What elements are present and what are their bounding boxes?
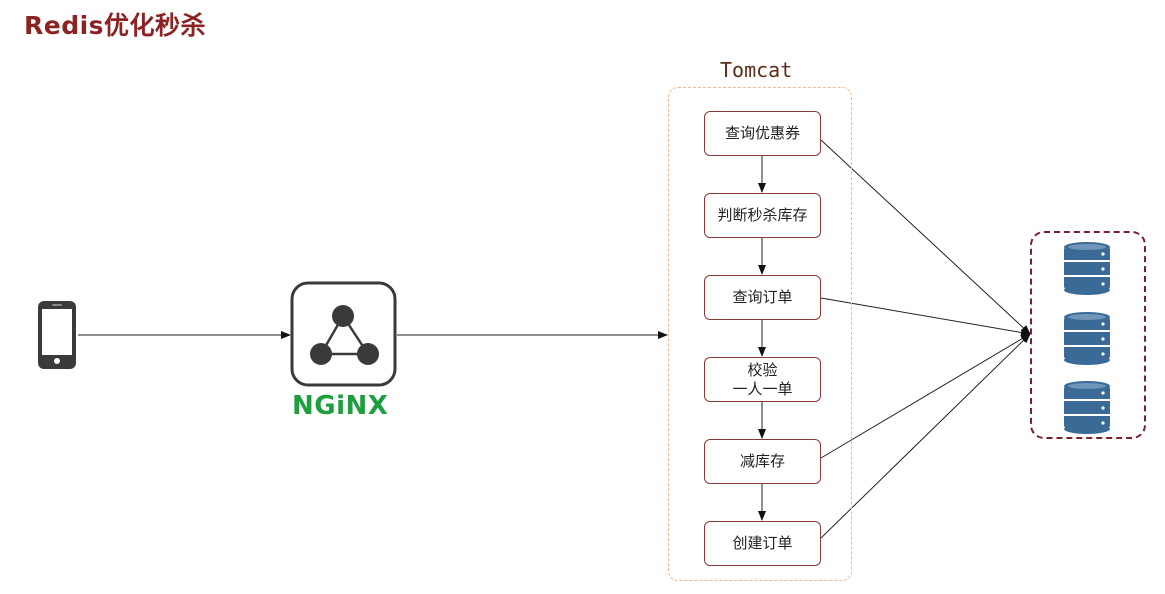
step-check-stock: 判断秒杀库存 [704,193,821,238]
nginx-icon [290,281,397,387]
step-label: 减库存 [739,452,785,470]
step-label: 查询优惠券 [724,124,800,142]
page-title: Redis优化秒杀 [24,11,207,40]
step-label: 查询订单 [732,288,793,306]
step-query-coupon: 查询优惠券 [704,111,821,156]
mobile-phone-icon [38,301,76,369]
step-label: 创建订单 [732,534,793,552]
step-label-line2: 一人一单 [732,379,793,398]
step-one-per-user: 校验 一人一单 [704,357,821,402]
arrow-step-1-to-db [820,139,1031,335]
nginx-label: NGiNX [292,391,389,421]
arrow-step-5-to-db [820,333,1031,459]
step-label: 判断秒杀库存 [717,206,808,224]
arrow-step-6-to-db [820,333,1031,539]
tomcat-label: Tomcat [720,58,793,82]
step-reduce-stock: 减库存 [704,439,821,484]
arrow-step-3-to-db [820,297,1031,337]
tomcat-container [668,87,852,581]
step-label-line1: 校验 [747,360,778,379]
step-query-order: 查询订单 [704,275,821,320]
database-icon [1064,312,1110,365]
database-icon [1064,381,1110,434]
step-create-order: 创建订单 [704,521,821,566]
database-group [1030,231,1146,439]
database-icon [1064,242,1110,295]
